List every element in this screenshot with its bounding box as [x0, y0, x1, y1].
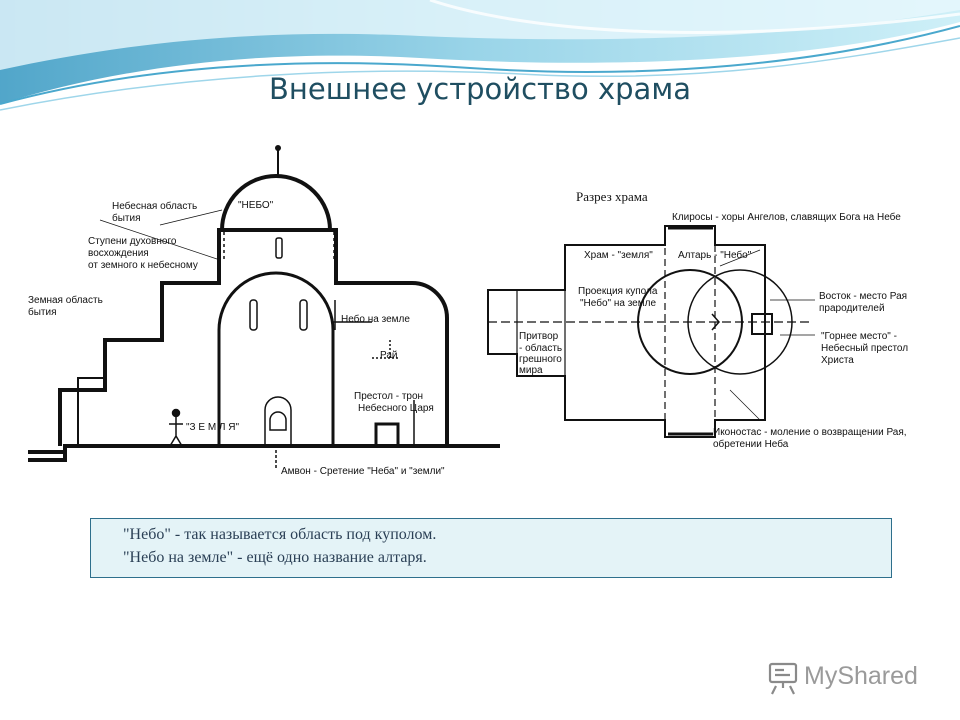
label-zemlya: "З Е М Л Я"	[186, 422, 239, 433]
label-klirosy: Клиросы - хоры Ангелов, славящих Бога на…	[672, 211, 901, 223]
label-ikonostas: Иконостас - моление о возвращении Рая,	[713, 427, 907, 438]
label-proekciya: Проекция купола	[578, 286, 658, 297]
label-earth-area: Земная область	[28, 294, 103, 306]
label-gornee: "Горнее место" -	[821, 331, 897, 342]
slide-title: Внешнее устройство храма	[269, 72, 691, 106]
label-rai: Рай	[380, 350, 398, 361]
svg-text:Проекция купола"Небо" на земле: Проекция купола"Небо" на земле	[578, 286, 658, 309]
label-steps: Ступени духовного	[88, 236, 177, 247]
svg-text:Иконостас - моление о возвраще: Иконостас - моление о возвращении Рая,об…	[713, 427, 907, 450]
caption-box: "Небо" - так называется область под купо…	[90, 518, 892, 578]
label-prestol: Престол - трон	[354, 391, 423, 402]
brand-name: MyShared	[804, 662, 918, 690]
caption-line-1: "Небо" - так называется область под купо…	[123, 526, 437, 543]
label-heaven-area: Небесная область	[112, 200, 197, 212]
section-diagram	[28, 145, 500, 462]
label-pritvor: Притвор	[519, 331, 559, 342]
plan-diagram	[487, 225, 815, 438]
caption-line-2: "Небо на земле" - ещё одно название алта…	[123, 549, 427, 566]
label-altar: Алтарь - "Небо"	[678, 249, 752, 261]
label-khram: Храм - "земля"	[584, 250, 653, 261]
plan-heading: Разрез храма	[576, 189, 648, 204]
projector-board-icon	[768, 662, 798, 695]
label-nebo: "НЕБО"	[238, 200, 274, 211]
label-vostok: Восток - место Рая	[819, 291, 907, 302]
plan-labels: Разрез храма Клиросы - хоры Ангелов, сла…	[519, 189, 908, 450]
decorative-wave-header	[0, 0, 960, 111]
section-details	[99, 209, 415, 470]
myshared-logo: MyShared	[768, 662, 918, 695]
label-nebo-na-zemle: Небо на земле	[341, 313, 410, 325]
label-ambon: Амвон - Сретение "Неба" и "земли"	[281, 465, 445, 477]
